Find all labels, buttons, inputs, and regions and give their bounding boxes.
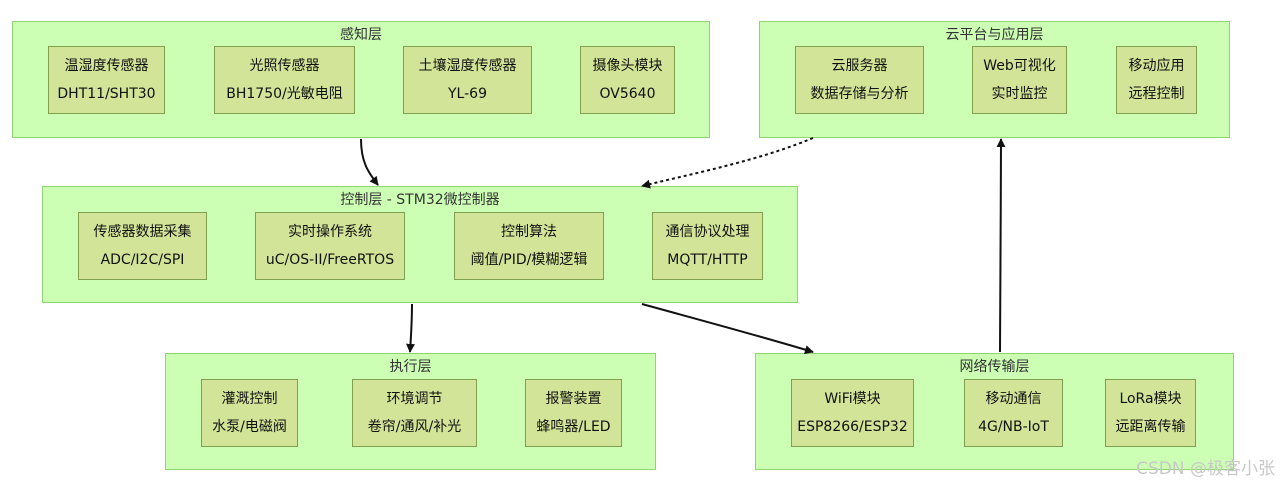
node-sublabel: 卷帘/通风/补光 bbox=[367, 419, 462, 435]
node-soil-moisture-sensor: 土壤湿度传感器 YL-69 bbox=[403, 46, 532, 114]
layer-title: 执行层 bbox=[389, 359, 432, 375]
layer-title: 云平台与应用层 bbox=[945, 27, 1044, 43]
node-label: WiFi模块 bbox=[824, 391, 881, 407]
node-sublabel: 水泵/电磁阀 bbox=[212, 419, 287, 435]
node-sublabel: 远程控制 bbox=[1128, 86, 1185, 102]
node-label: 报警装置 bbox=[545, 391, 602, 407]
node-label: 云服务器 bbox=[831, 58, 888, 74]
node-environment-regulation: 环境调节 卷帘/通风/补光 bbox=[352, 379, 477, 447]
node-label: 传感器数据采集 bbox=[93, 224, 192, 240]
node-label: 光照传感器 bbox=[249, 58, 320, 74]
node-wifi-module: WiFi模块 ESP8266/ESP32 bbox=[791, 379, 914, 447]
node-sublabel: ESP8266/ESP32 bbox=[797, 419, 908, 435]
node-cloud-server: 云服务器 数据存储与分析 bbox=[795, 46, 924, 114]
node-label: 环境调节 bbox=[386, 391, 443, 407]
node-label: Web可视化 bbox=[983, 58, 1056, 74]
node-sublabel: DHT11/SHT30 bbox=[57, 86, 156, 102]
node-mobile-app: 移动应用 远程控制 bbox=[1116, 46, 1197, 114]
layer-title: 感知层 bbox=[340, 27, 382, 43]
layer-title: 网络传输层 bbox=[959, 359, 1030, 375]
node-rtos: 实时操作系统 uC/OS-II/FreeRTOS bbox=[255, 212, 405, 280]
node-sublabel: 数据存储与分析 bbox=[810, 86, 909, 102]
node-sublabel: YL-69 bbox=[448, 86, 487, 102]
node-label: 土壤湿度传感器 bbox=[418, 58, 517, 74]
arrow-network-to-cloud bbox=[996, 138, 1006, 353]
node-temp-humidity-sensor: 温湿度传感器 DHT11/SHT30 bbox=[48, 46, 165, 114]
node-label: 控制算法 bbox=[501, 224, 557, 240]
arrow-cloud-to-control bbox=[641, 137, 814, 189]
node-light-sensor: 光照传感器 BH1750/光敏电阻 bbox=[214, 46, 355, 114]
node-alarm-device: 报警装置 蜂鸣器/LED bbox=[525, 379, 622, 447]
node-label: 通信协议处理 bbox=[665, 224, 750, 240]
node-sublabel: ADC/I2C/SPI bbox=[100, 252, 185, 268]
node-sublabel: OV5640 bbox=[599, 86, 656, 102]
node-protocol-handling: 通信协议处理 MQTT/HTTP bbox=[652, 212, 763, 280]
node-sublabel: uC/OS-II/FreeRTOS bbox=[265, 252, 395, 268]
node-sublabel: 4G/NB-IoT bbox=[978, 419, 1049, 435]
node-web-visualization: Web可视化 实时监控 bbox=[972, 46, 1067, 114]
layer-control: 控制层 - STM32微控制器 传感器数据采集 ADC/I2C/SPI 实时操作… bbox=[42, 186, 798, 303]
node-sublabel: 蜂鸣器/LED bbox=[536, 419, 611, 435]
node-sublabel: 远距离传输 bbox=[1115, 419, 1186, 435]
layer-network: 网络传输层 WiFi模块 ESP8266/ESP32 移动通信 4G/NB-Io… bbox=[755, 353, 1234, 470]
layer-perception: 感知层 温湿度传感器 DHT11/SHT30 光照传感器 BH1750/光敏电阻… bbox=[12, 21, 710, 138]
arrow-control-to-network bbox=[641, 303, 814, 354]
node-label: 移动应用 bbox=[1128, 58, 1185, 74]
node-camera-module: 摄像头模块 OV5640 bbox=[580, 46, 675, 114]
node-label: 摄像头模块 bbox=[592, 58, 663, 74]
node-sublabel: 阈值/PID/模糊逻辑 bbox=[470, 252, 588, 268]
node-label: 灌溉控制 bbox=[221, 391, 278, 407]
arrow-perception-to-control bbox=[360, 138, 379, 186]
node-control-algorithm: 控制算法 阈值/PID/模糊逻辑 bbox=[454, 212, 604, 280]
node-label: 温湿度传感器 bbox=[64, 58, 149, 74]
node-label: 实时操作系统 bbox=[288, 224, 372, 240]
node-lora-module: LoRa模块 远距离传输 bbox=[1105, 379, 1196, 447]
node-label: 移动通信 bbox=[985, 391, 1042, 407]
node-label: LoRa模块 bbox=[1119, 391, 1182, 407]
node-sublabel: BH1750/光敏电阻 bbox=[226, 86, 343, 102]
node-irrigation-control: 灌溉控制 水泵/电磁阀 bbox=[201, 379, 298, 447]
layer-cloud: 云平台与应用层 云服务器 数据存储与分析 Web可视化 实时监控 移动应用 远程… bbox=[759, 21, 1230, 138]
node-sublabel: 实时监控 bbox=[991, 86, 1048, 102]
arrow-control-to-execution bbox=[406, 303, 415, 353]
node-mobile-communication: 移动通信 4G/NB-IoT bbox=[964, 379, 1063, 447]
watermark: CSDN @极客小张 bbox=[1136, 459, 1275, 479]
node-sublabel: MQTT/HTTP bbox=[667, 252, 748, 268]
node-sensor-data-acquisition: 传感器数据采集 ADC/I2C/SPI bbox=[78, 212, 207, 280]
layer-title: 控制层 - STM32微控制器 bbox=[340, 192, 500, 208]
layer-execution: 执行层 灌溉控制 水泵/电磁阀 环境调节 卷帘/通风/补光 报警装置 蜂鸣器/L… bbox=[165, 353, 656, 470]
